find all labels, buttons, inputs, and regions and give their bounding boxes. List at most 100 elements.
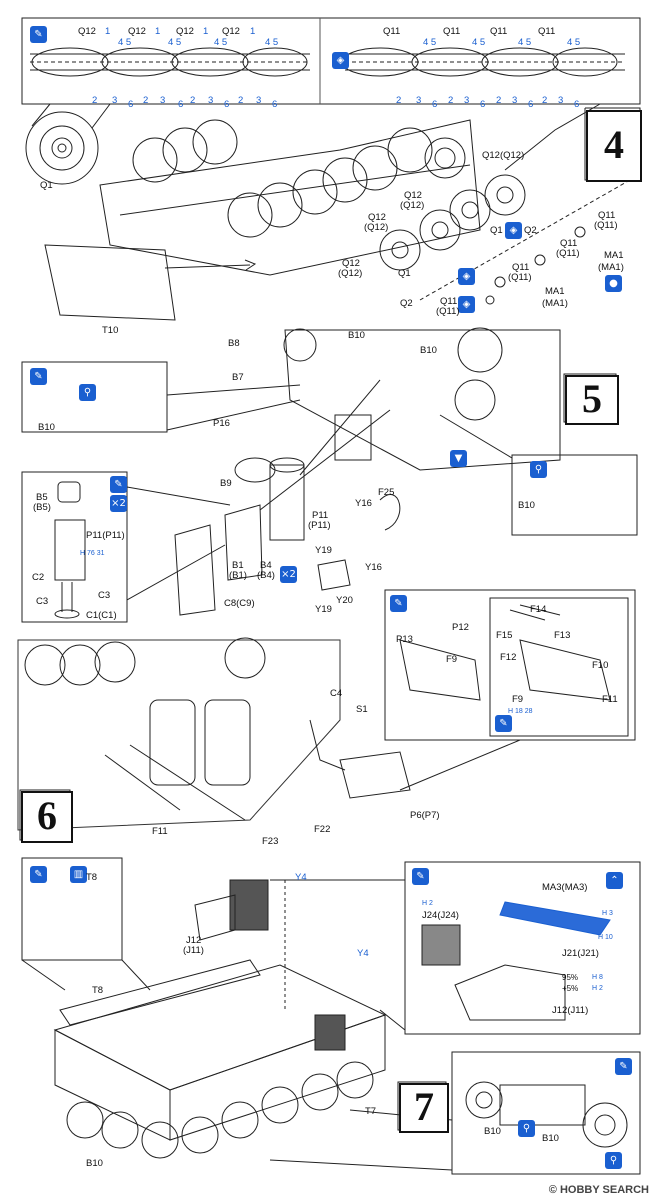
label-f13: F13 bbox=[554, 630, 571, 641]
label-b10: B10 bbox=[518, 500, 535, 511]
label-q12: Q12 bbox=[222, 26, 240, 37]
label-y4: Y4 bbox=[357, 948, 369, 959]
label-y19: Y19 bbox=[315, 545, 332, 556]
label-6: 6 bbox=[574, 99, 580, 110]
label-f9: F9 bbox=[512, 694, 524, 705]
label-p13: P13 bbox=[396, 634, 413, 645]
label-f15: F15 bbox=[496, 630, 513, 641]
assembly-option-icon: ⚲ bbox=[530, 461, 547, 478]
label-y16: Y16 bbox=[355, 498, 372, 509]
b10-detail-frame-right bbox=[511, 454, 638, 536]
label-6: 6 bbox=[272, 99, 278, 110]
label-q1: Q1 bbox=[398, 268, 411, 279]
t8-detail-frame bbox=[21, 857, 123, 961]
label-h-code: H 2 bbox=[592, 985, 603, 992]
exhaust-detail-frame bbox=[21, 471, 128, 623]
make-two-icon: ×2 bbox=[110, 495, 127, 512]
label-2: 2 bbox=[92, 95, 98, 106]
label-f12: F12 bbox=[500, 652, 517, 663]
label-45: 4 5 bbox=[472, 37, 486, 48]
label-f11: F11 bbox=[602, 694, 618, 705]
paint-icon: ▥ bbox=[70, 866, 87, 883]
label-2: 2 bbox=[238, 95, 244, 106]
label-ma3: MA3(MA3) bbox=[542, 882, 588, 893]
label-q12: Q12 bbox=[404, 190, 422, 201]
label-45: 4 5 bbox=[518, 37, 532, 48]
fender-tool-frame bbox=[384, 589, 636, 741]
label-q11: Q11 bbox=[598, 210, 616, 221]
glue-drop-icon: ● bbox=[605, 275, 622, 292]
label-3: 3 bbox=[160, 95, 166, 106]
label-3: 3 bbox=[558, 95, 564, 106]
label-b10: B10 bbox=[542, 1133, 559, 1144]
step-number-5: 5 bbox=[565, 375, 619, 425]
t8-part bbox=[59, 959, 261, 1026]
label-t10: T10 bbox=[102, 325, 119, 336]
label-f11: F11 bbox=[152, 826, 168, 837]
label-b9: B9 bbox=[220, 478, 232, 489]
symmetry-icon: ◈ bbox=[332, 52, 349, 69]
p11-pipe bbox=[269, 464, 305, 541]
road-wheels-7 bbox=[66, 1061, 374, 1159]
b10-detail-frame-left bbox=[21, 361, 168, 433]
label-2: 2 bbox=[190, 95, 196, 106]
label-q1: Q1 bbox=[40, 180, 53, 191]
label-b10: B10 bbox=[86, 1158, 103, 1169]
label-6: 6 bbox=[128, 99, 134, 110]
label-q12: Q12 bbox=[78, 26, 96, 37]
label-3: 3 bbox=[208, 95, 214, 106]
assembly-option-icon: ⚲ bbox=[605, 1152, 622, 1169]
label-6: 6 bbox=[432, 99, 438, 110]
label-t8: T8 bbox=[92, 985, 104, 996]
jack-detail-frame bbox=[489, 597, 629, 737]
label-q11: Q11 bbox=[443, 26, 461, 37]
label-45: 4 5 bbox=[168, 37, 182, 48]
step-number-6: 6 bbox=[21, 791, 73, 843]
label-q11: Q11 bbox=[512, 262, 530, 273]
label-c3: C3 bbox=[98, 590, 111, 601]
label-3: 3 bbox=[256, 95, 262, 106]
label-q12-q12: Q12(Q12) bbox=[482, 150, 525, 161]
label-q12-paren: (Q12) bbox=[338, 268, 363, 279]
symmetry-icon: ◈ bbox=[458, 268, 475, 285]
road-wheels-4 bbox=[132, 119, 526, 271]
label-3: 3 bbox=[416, 95, 422, 106]
label-t7: T7 bbox=[365, 1106, 377, 1117]
c8-shield bbox=[174, 524, 216, 616]
label-2: 2 bbox=[448, 95, 454, 106]
label-t8: T8 bbox=[86, 872, 98, 883]
t10-plate bbox=[44, 244, 176, 321]
label-q11: Q11 bbox=[383, 26, 401, 37]
label-y19: Y19 bbox=[315, 604, 332, 615]
label-6: 6 bbox=[224, 99, 230, 110]
label-q2: Q2 bbox=[400, 298, 413, 309]
label-pct-5: +5% bbox=[562, 984, 579, 993]
label-2: 2 bbox=[542, 95, 548, 106]
label-ma1-paren: (MA1) bbox=[598, 262, 624, 273]
label-2: 2 bbox=[396, 95, 402, 106]
label-q12: Q12 bbox=[342, 258, 360, 269]
b10-detail-frame-7 bbox=[451, 1051, 641, 1175]
label-h-code: H 3 bbox=[602, 910, 613, 917]
label-q1: Q1 bbox=[490, 225, 503, 236]
label-b4: B4 bbox=[260, 560, 272, 571]
label-f9: F9 bbox=[446, 654, 458, 665]
label-q11: Q11 bbox=[560, 238, 578, 249]
label-b1: B1 bbox=[232, 560, 244, 571]
label-q11: Q11 bbox=[490, 26, 508, 37]
label-ma1: MA1 bbox=[545, 286, 565, 297]
label-b5: B5 bbox=[36, 492, 48, 503]
label-b10: B10 bbox=[484, 1126, 501, 1137]
label-p11: P11 bbox=[312, 510, 329, 521]
label-b7: B7 bbox=[232, 372, 244, 383]
label-3: 3 bbox=[112, 95, 118, 106]
assembly-option-icon: ⚲ bbox=[79, 384, 96, 401]
label-f23: F23 bbox=[262, 836, 279, 847]
label-45: 4 5 bbox=[567, 37, 581, 48]
label-f22: F22 bbox=[314, 824, 331, 835]
label-6: 6 bbox=[480, 99, 486, 110]
label-q11-paren: (Q11) bbox=[594, 220, 618, 231]
label-p11-paren: (P11) bbox=[308, 520, 331, 531]
label-6: 6 bbox=[528, 99, 534, 110]
